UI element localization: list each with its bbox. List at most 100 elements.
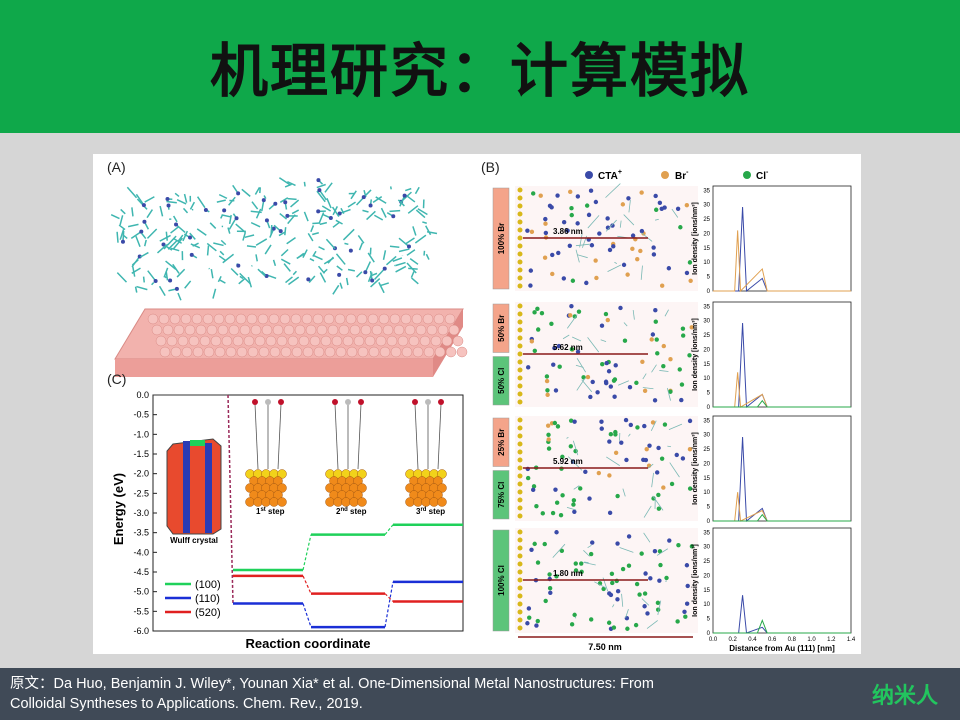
gold-atom bbox=[517, 283, 523, 289]
density-curve-cl bbox=[713, 619, 851, 634]
ion-particle bbox=[532, 541, 537, 547]
cluster-atom bbox=[269, 497, 279, 507]
ion-particle bbox=[569, 622, 575, 627]
ligand-head bbox=[332, 399, 338, 405]
energy-level-connector bbox=[384, 524, 394, 536]
ion-particle bbox=[540, 511, 545, 516]
ion-particle bbox=[624, 616, 630, 621]
ion-particle bbox=[655, 600, 661, 606]
gold-atom bbox=[517, 343, 523, 349]
surfactant-chain bbox=[619, 220, 622, 228]
cluster-atom bbox=[261, 497, 271, 507]
ion-particle bbox=[575, 349, 581, 355]
ion-particle bbox=[542, 255, 548, 260]
ion-particle bbox=[545, 423, 551, 428]
ion-particle bbox=[658, 562, 663, 568]
ion-particle bbox=[667, 538, 672, 543]
gold-atom bbox=[517, 433, 523, 439]
density-ytick-label: 10 bbox=[703, 602, 710, 608]
density-curve-cl bbox=[713, 399, 851, 408]
ion-particle bbox=[581, 375, 586, 380]
density-xtick-label: 0.2 bbox=[729, 637, 738, 643]
ion-particle bbox=[653, 193, 658, 199]
ion-particle bbox=[652, 398, 658, 403]
ion-particle bbox=[571, 502, 576, 507]
cluster-atom bbox=[421, 497, 431, 507]
ion-particle bbox=[606, 369, 612, 374]
ion-particle bbox=[642, 604, 647, 609]
ion-particle bbox=[642, 591, 648, 596]
surfactant-chain bbox=[640, 265, 643, 280]
ion-particle bbox=[573, 561, 578, 566]
energy-xlabel: Reaction coordinate bbox=[246, 636, 371, 651]
ion-particle bbox=[661, 485, 666, 490]
ion-particle bbox=[669, 481, 675, 487]
surfactant-chain bbox=[574, 616, 577, 619]
cluster-atom bbox=[325, 497, 335, 507]
gold-atom bbox=[517, 203, 523, 209]
surfactant-chain bbox=[671, 208, 679, 218]
ion-particle bbox=[569, 303, 574, 309]
ion-particle bbox=[662, 205, 667, 210]
ion-particle bbox=[575, 194, 581, 199]
ion-particle bbox=[619, 440, 624, 445]
cluster-atom bbox=[245, 497, 255, 507]
ion-particle bbox=[565, 228, 570, 233]
density-plot-frame bbox=[712, 185, 852, 292]
surfactant-chain bbox=[652, 495, 664, 511]
ion-particle bbox=[576, 309, 582, 314]
surfactant-chain bbox=[650, 420, 657, 431]
ion-particle bbox=[544, 374, 550, 379]
ion-particle bbox=[585, 374, 591, 380]
gold-atom bbox=[517, 481, 523, 487]
composition-label: 100% Br bbox=[497, 223, 506, 255]
surfactant-chain bbox=[566, 507, 577, 511]
surfactant-chain bbox=[552, 543, 566, 558]
density-ytick-label: 15 bbox=[703, 362, 710, 368]
ligand-head bbox=[358, 399, 364, 405]
gold-atom bbox=[517, 553, 523, 559]
ion-particle bbox=[554, 530, 559, 535]
ion-particle bbox=[559, 548, 565, 554]
ion-particle bbox=[656, 492, 661, 498]
ion-particle bbox=[534, 623, 539, 628]
slab-illustration bbox=[110, 177, 468, 377]
ion-particle bbox=[534, 503, 539, 509]
ion-particle bbox=[529, 339, 535, 344]
gold-atom bbox=[517, 335, 523, 341]
ion-particle bbox=[620, 566, 626, 572]
gold-atom bbox=[517, 585, 523, 591]
brand-logo: 纳米人 bbox=[871, 684, 938, 709]
ion-particle bbox=[684, 563, 690, 568]
ion-particle bbox=[531, 191, 536, 196]
density-ytick-label: 30 bbox=[703, 319, 710, 325]
cluster-atom bbox=[333, 497, 343, 507]
ligand-chain bbox=[277, 403, 282, 470]
ion-particle bbox=[634, 581, 640, 587]
ion-particle bbox=[609, 571, 615, 576]
crystal-label: Wulff crystal bbox=[170, 536, 218, 545]
step-label: 1st step bbox=[256, 507, 285, 516]
ion-particle bbox=[679, 397, 684, 403]
ion-particle bbox=[668, 389, 673, 394]
composition-label: 50% Cl bbox=[497, 368, 506, 394]
ion-particle bbox=[656, 506, 662, 511]
step-label: 2nd step bbox=[336, 507, 367, 516]
surfactant-chain bbox=[621, 593, 624, 607]
ion-particle bbox=[625, 272, 630, 277]
density-xtick-label: 1.0 bbox=[807, 637, 816, 643]
energy-level-connector bbox=[302, 575, 312, 594]
citation-line-1: 原文：Da Huo, Benjamin J. Wiley*, Younan Xi… bbox=[10, 676, 654, 692]
ion-particle bbox=[687, 353, 692, 358]
gold-atom bbox=[517, 311, 523, 317]
gold-atom bbox=[517, 609, 523, 615]
density-ytick-label: 20 bbox=[703, 461, 710, 467]
ion-particle bbox=[653, 319, 658, 324]
ion-particle bbox=[605, 216, 610, 221]
surfactant-chain bbox=[659, 370, 669, 372]
ion-particle bbox=[655, 351, 660, 356]
gold-atom bbox=[517, 187, 523, 193]
ion-particle bbox=[568, 418, 574, 423]
density-ytick-label: 30 bbox=[703, 545, 710, 551]
